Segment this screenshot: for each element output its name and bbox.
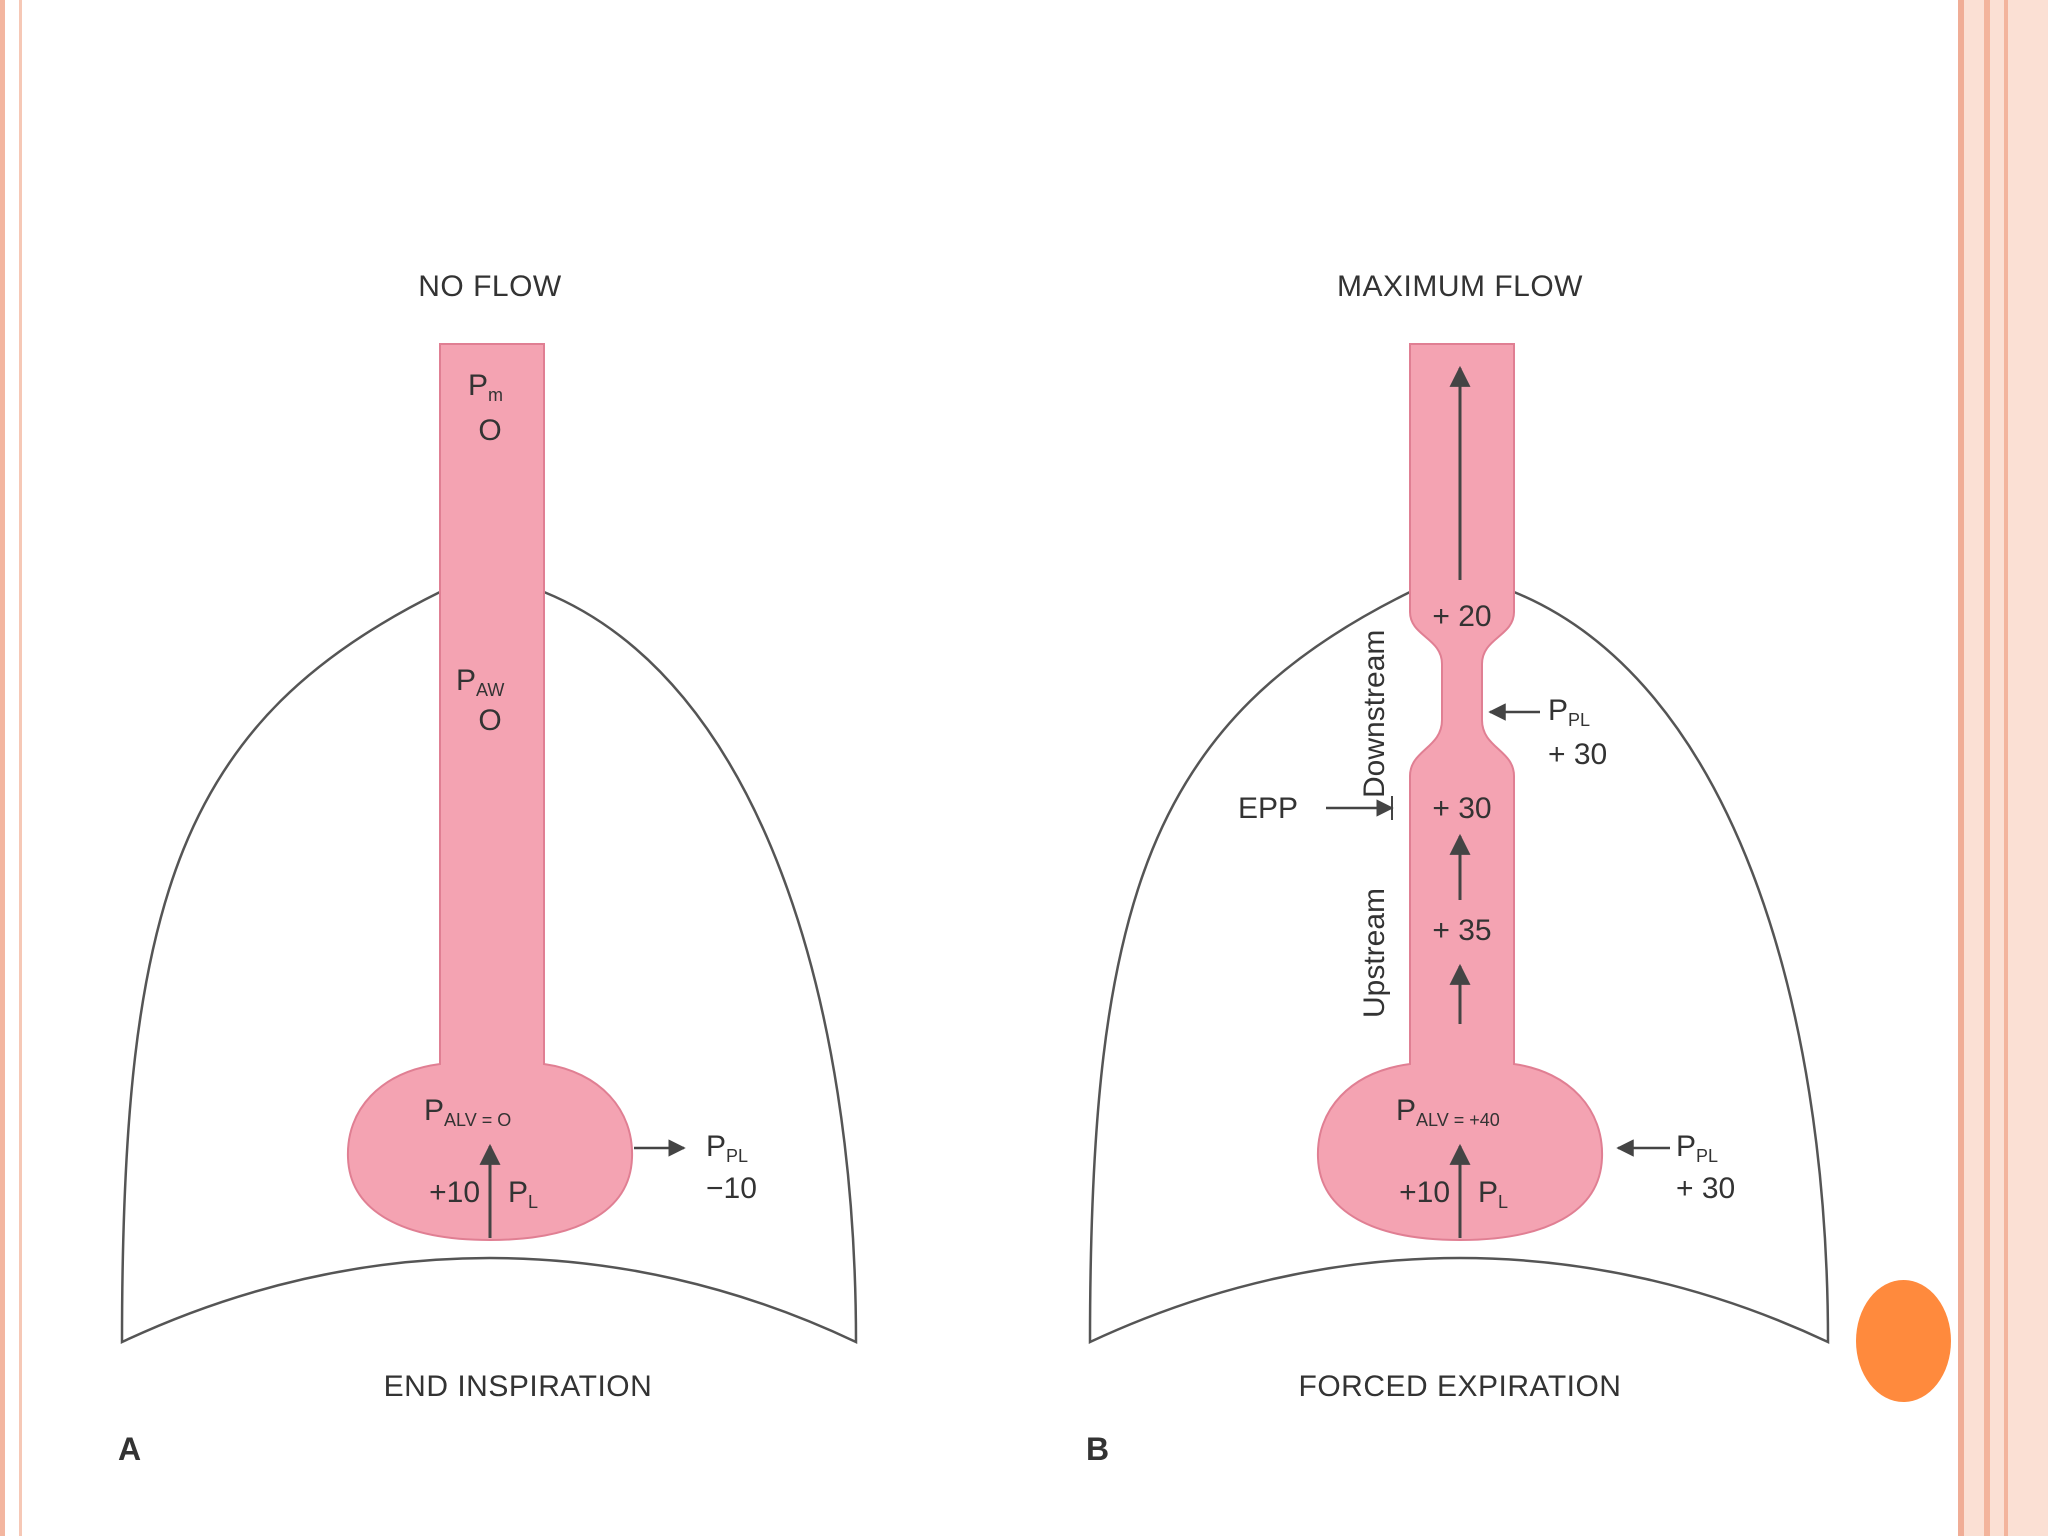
bottom-label-b: FORCED EXPIRATION [1299,1370,1622,1403]
pleural-pressure-label-a: PPL [706,1130,748,1166]
top-label-a: NO FLOW [418,270,562,303]
pleural-pressure-label-upper: PPL [1548,694,1590,730]
slide-frame-left [0,0,22,1536]
recoil-label-a: PL [508,1176,538,1212]
airflow-diagram: NO FLOW END INSPIRATION A Pm O PAW O PAL… [118,270,1830,1467]
alveolar-pressure-label-a: PALV = O [424,1094,511,1130]
panel-letter-b: B [1086,1431,1109,1467]
slide-accent-dot [1856,1280,1951,1402]
pleural-pressure-value-upper: + 30 [1548,738,1607,771]
airway-tube-b [1316,343,1604,1242]
downstream-label: Downstream [1358,630,1391,798]
panel-a: NO FLOW END INSPIRATION A Pm O PAW O PAL… [118,270,858,1467]
mouth-pressure-value: O [478,414,501,447]
recoil-value-b: +10 [1399,1176,1450,1209]
top-label-b: MAXIMUM FLOW [1337,270,1583,303]
pleural-pressure-label-lower: PPL [1676,1130,1718,1166]
slide-frame-right [1958,0,2048,1536]
upstream-label: Upstream [1358,888,1391,1018]
frame-stripe [2004,0,2008,1536]
alveolar-pressure-label-b: PALV = +40 [1396,1094,1500,1130]
airway-pressure-label: PAW [456,664,504,700]
panel-letter-a: A [118,1431,141,1467]
pleural-pressure-value-a: −10 [706,1172,757,1205]
pleural-pressure-value-lower: + 30 [1676,1172,1735,1205]
frame-stripe [1984,0,1990,1536]
panel-b: MAXIMUM FLOW FORCED EXPIRATION B + 20 + … [1086,270,1830,1467]
pressure-value-mid: + 35 [1432,914,1491,947]
recoil-label-b: PL [1478,1176,1508,1212]
airway-pressure-value: O [478,704,501,737]
epp-label: EPP [1238,792,1298,825]
recoil-value-a: +10 [429,1176,480,1209]
pressure-value-upper: + 20 [1432,600,1491,633]
bottom-label-a: END INSPIRATION [384,1370,653,1403]
pressure-value-epp: + 30 [1432,792,1491,825]
airway-tube-a [346,343,634,1242]
mouth-pressure-label: Pm [468,369,503,405]
